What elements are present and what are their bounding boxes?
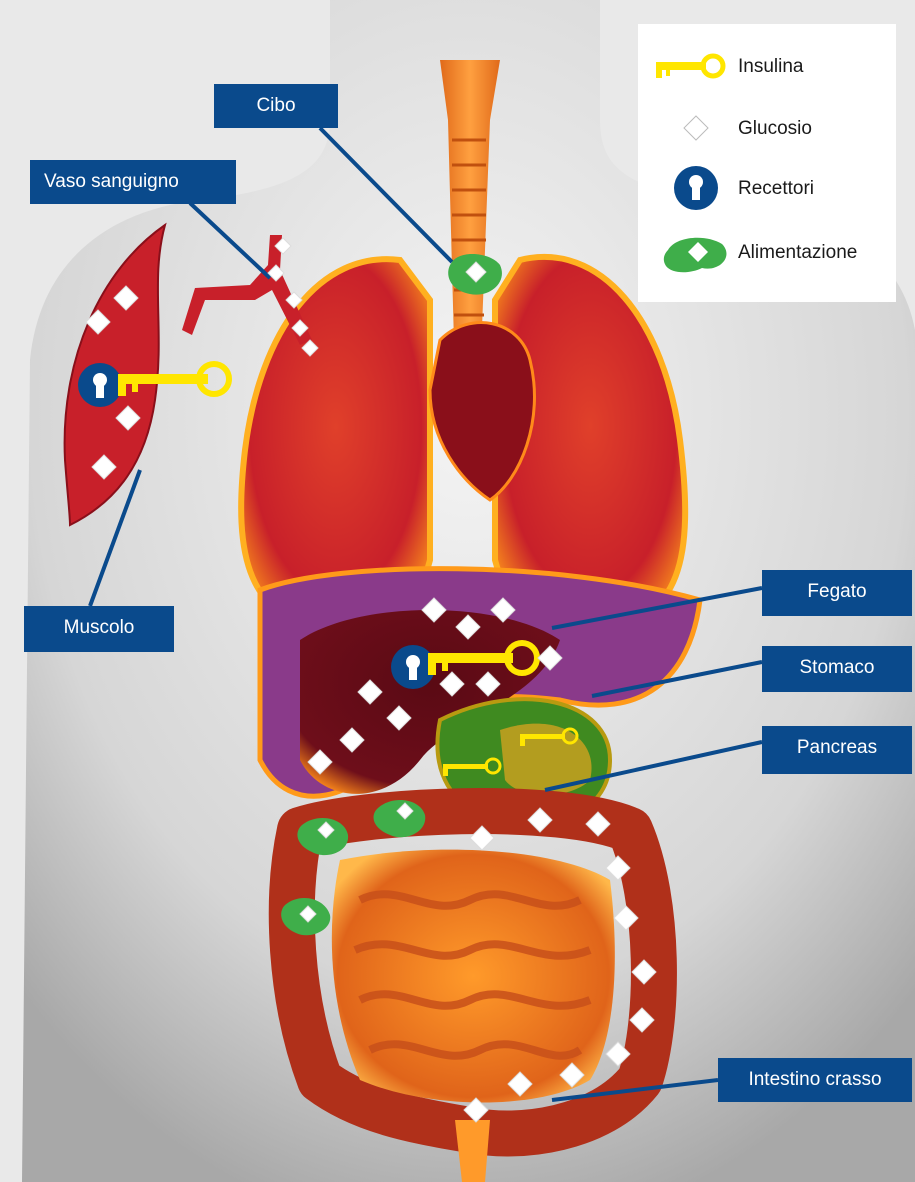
label-intestino-crasso: Intestino crasso <box>718 1058 912 1102</box>
glucose-diamond-icon <box>646 104 726 154</box>
legend-label-insulina: Insulina <box>738 56 804 78</box>
label-fegato: Fegato <box>762 570 912 616</box>
legend-label-alimentazione: Alimentazione <box>738 242 857 264</box>
label-cibo: Cibo <box>214 84 338 128</box>
label-pancreas: Pancreas <box>762 726 912 774</box>
label-stomaco: Stomaco <box>762 646 912 692</box>
label-muscolo: Muscolo <box>24 606 174 652</box>
legend-item-insulina: Insulina <box>638 42 896 92</box>
label-vaso-sanguigno: Vaso sanguigno <box>30 160 236 204</box>
legend-item-alimentazione: Alimentazione <box>638 228 896 278</box>
legend-item-recettori: Recettori <box>638 164 896 214</box>
legend-item-glucosio: Glucosio <box>638 104 896 154</box>
food-blob-icon <box>646 228 736 278</box>
receptor-muscle <box>78 363 122 407</box>
legend-panel: Insulina Glucosio Recettori Alimentazion… <box>638 24 896 302</box>
legend-label-recettori: Recettori <box>738 178 814 200</box>
receptor-lock-icon <box>646 164 726 214</box>
insulin-key-icon <box>646 42 726 92</box>
legend-label-glucosio: Glucosio <box>738 118 812 140</box>
